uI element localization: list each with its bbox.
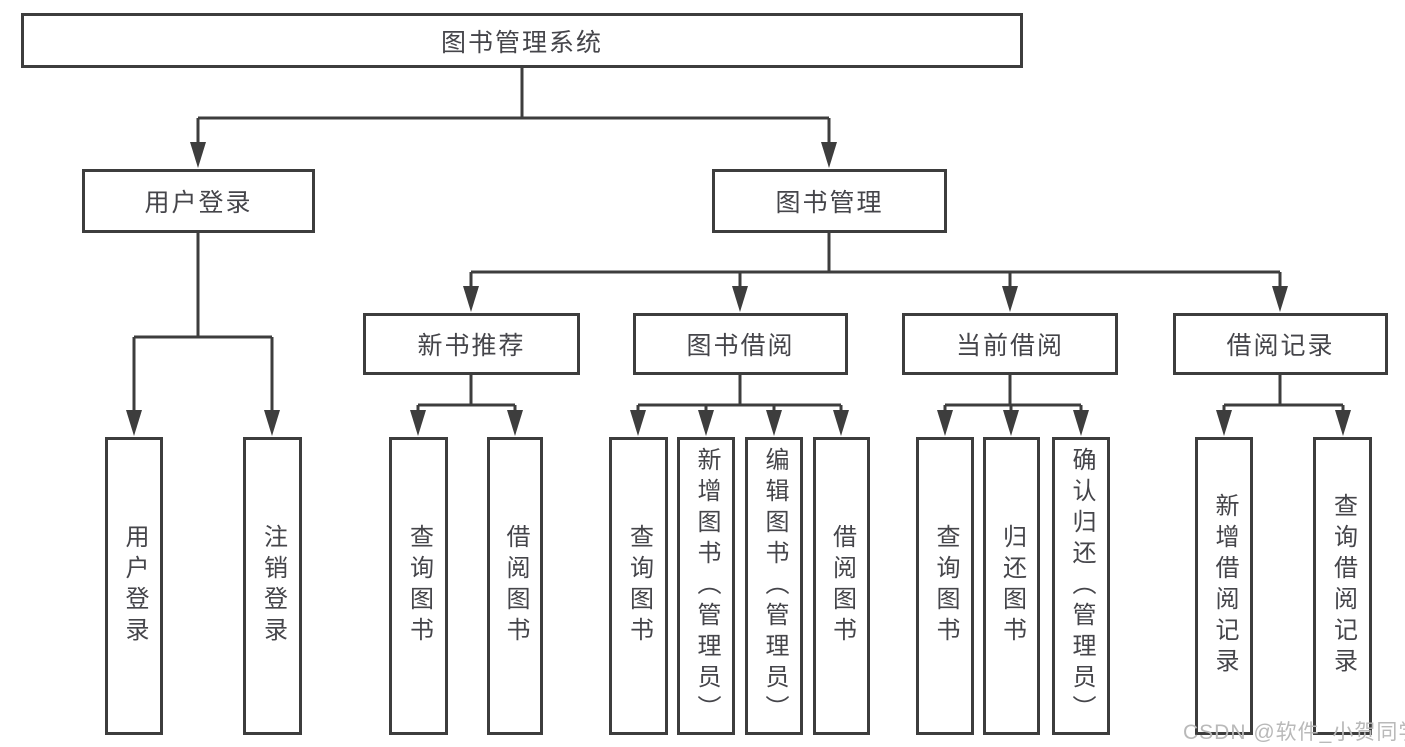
leaf-label: 查询借阅记录 (1329, 493, 1357, 679)
connector-current-borrow-to-leaves (937, 375, 1089, 436)
leaf-add-books-admin: 新增图书（管理员） (677, 437, 735, 735)
node-new-book-recommend: 新书推荐 (363, 313, 580, 375)
leaf-query-borrow-record: 查询借阅记录 (1313, 437, 1372, 735)
node-user-login: 用户登录 (82, 169, 315, 233)
leaf-edit-books-admin: 编辑图书（管理员） (745, 437, 803, 735)
node-book-borrow: 图书借阅 (633, 313, 848, 375)
leaf-add-borrow-record: 新增借阅记录 (1195, 437, 1253, 735)
connector-borrow-records-to-leaves (1216, 375, 1351, 436)
leaf-query-books-current: 查询图书 (916, 437, 974, 735)
leaf-label: 归还图书 (998, 524, 1026, 648)
connector-book-borrow-to-leaves (630, 375, 849, 436)
leaf-label: 新增图书（管理员） (693, 446, 720, 726)
connector-new-book-to-leaves (410, 375, 523, 436)
leaf-query-books-recommend: 查询图书 (389, 437, 448, 735)
leaf-label: 查询图书 (625, 524, 653, 648)
leaf-label: 借阅图书 (502, 524, 529, 648)
connector-user-login-to-leaves (126, 233, 280, 436)
node-current-borrow: 当前借阅 (902, 313, 1118, 375)
leaf-label: 用户登录 (121, 524, 148, 648)
leaf-label: 借阅图书 (828, 524, 856, 648)
connector-root-to-level2 (190, 68, 837, 168)
node-book-management: 图书管理 (712, 169, 947, 233)
leaf-label: 查询图书 (932, 524, 959, 648)
leaf-query-books-borrow: 查询图书 (609, 437, 668, 735)
node-borrow-records: 借阅记录 (1173, 313, 1388, 375)
leaf-label: 编辑图书（管理员） (761, 446, 788, 726)
leaf-label: 确认归还（管理员） (1068, 446, 1095, 726)
leaf-borrow-books-recommend: 借阅图书 (487, 437, 543, 735)
leaf-logout: 注销登录 (243, 437, 302, 735)
leaf-label: 新增借阅记录 (1211, 493, 1238, 679)
connector-book-mgmt-to-level3 (463, 233, 1288, 312)
node-root: 图书管理系统 (21, 13, 1023, 68)
leaf-user-login: 用户登录 (105, 437, 163, 735)
leaf-label: 查询图书 (405, 524, 433, 648)
leaf-label: 注销登录 (259, 524, 287, 648)
leaf-confirm-return-admin: 确认归还（管理员） (1052, 437, 1110, 735)
leaf-return-books: 归还图书 (983, 437, 1040, 735)
csdn-watermark: CSDN @软件_小贺同学 (1183, 721, 1405, 744)
leaf-borrow-books: 借阅图书 (813, 437, 870, 735)
